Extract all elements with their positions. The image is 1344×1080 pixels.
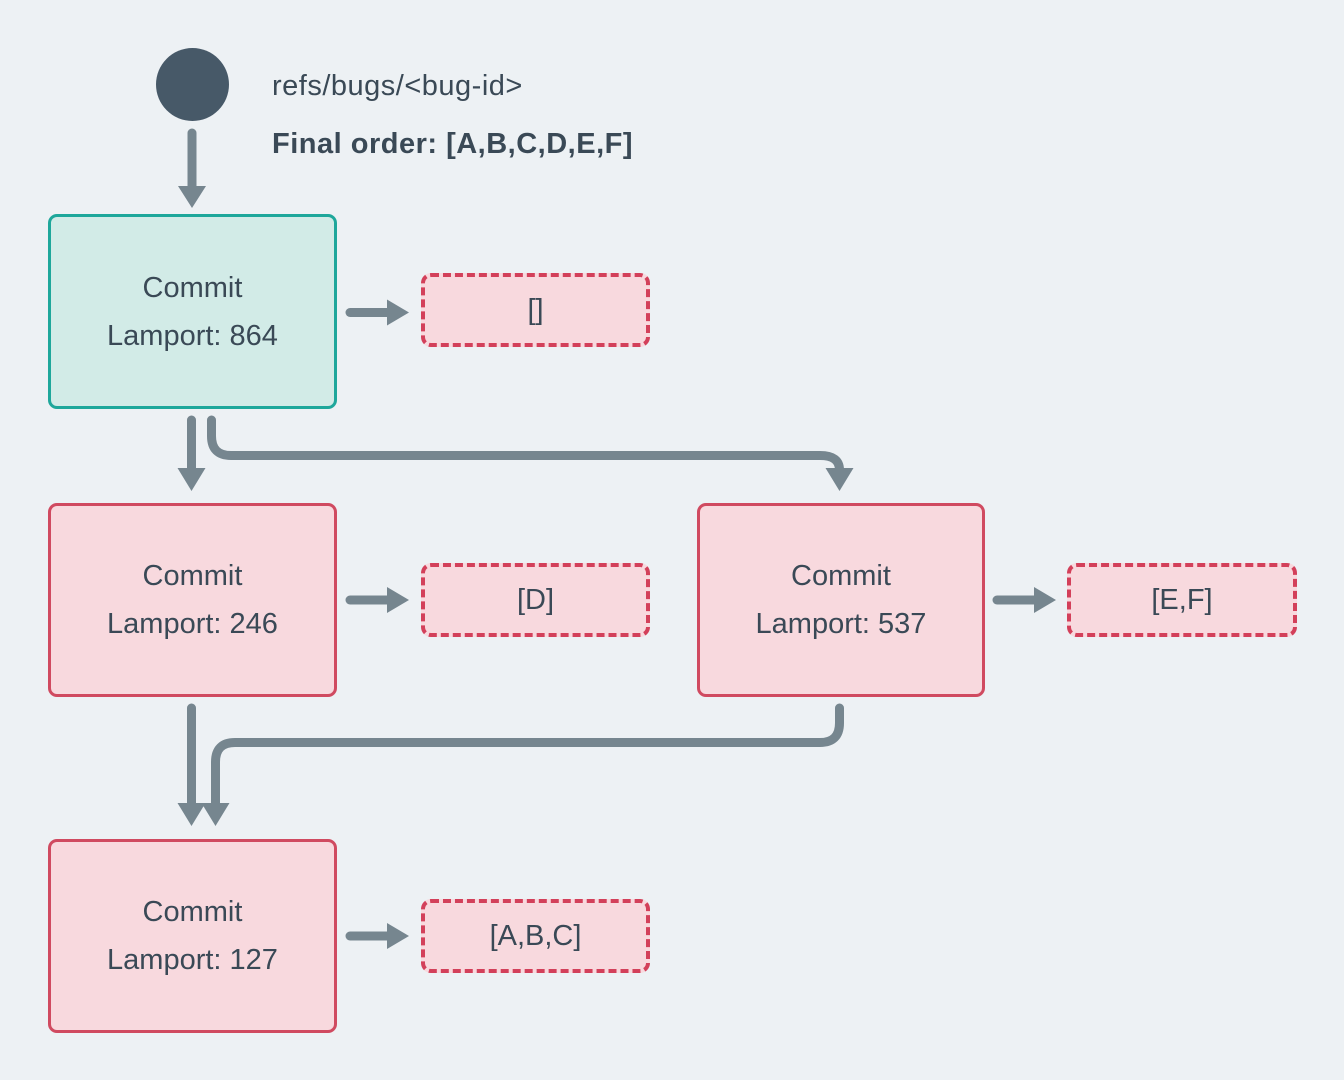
commit-node-127: Commit Lamport: 127 [48,839,337,1033]
commit-node-864: Commit Lamport: 864 [48,214,337,409]
commit-node-246: Commit Lamport: 246 [48,503,337,697]
arrowhead [1034,587,1056,613]
arrowhead [177,468,206,491]
commit-lamport: Lamport: 537 [755,608,927,640]
commit-title: Commit [791,560,891,592]
arrowhead [387,299,409,326]
arrowhead [177,803,206,826]
arrowhead [178,186,206,208]
commit-title: Commit [142,896,243,928]
final-order-label: Final order: [A,B,C,D,E,F] [272,128,633,160]
commit-node-537: Commit Lamport: 537 [697,503,985,697]
arrowhead [387,923,409,949]
payload-box-empty: [] [421,273,650,347]
commit-title: Commit [142,560,243,592]
payload-box-d: [D] [421,563,650,637]
edge-537-to-127 [211,703,844,809]
commit-lamport: Lamport: 864 [107,319,278,352]
commit-lamport: Lamport: 127 [107,944,278,976]
payload-box-abc: [A,B,C] [421,899,650,973]
arrowhead [825,468,854,491]
edge-864-to-537 [207,415,844,475]
commit-title: Commit [142,271,243,304]
commit-lamport: Lamport: 246 [107,608,278,640]
payload-box-ef: [E,F] [1067,563,1297,637]
arrowhead [201,803,230,826]
ref-head-dot [156,48,229,121]
ref-label: refs/bugs/<bug-id> [272,70,523,102]
arrowhead [387,587,409,613]
